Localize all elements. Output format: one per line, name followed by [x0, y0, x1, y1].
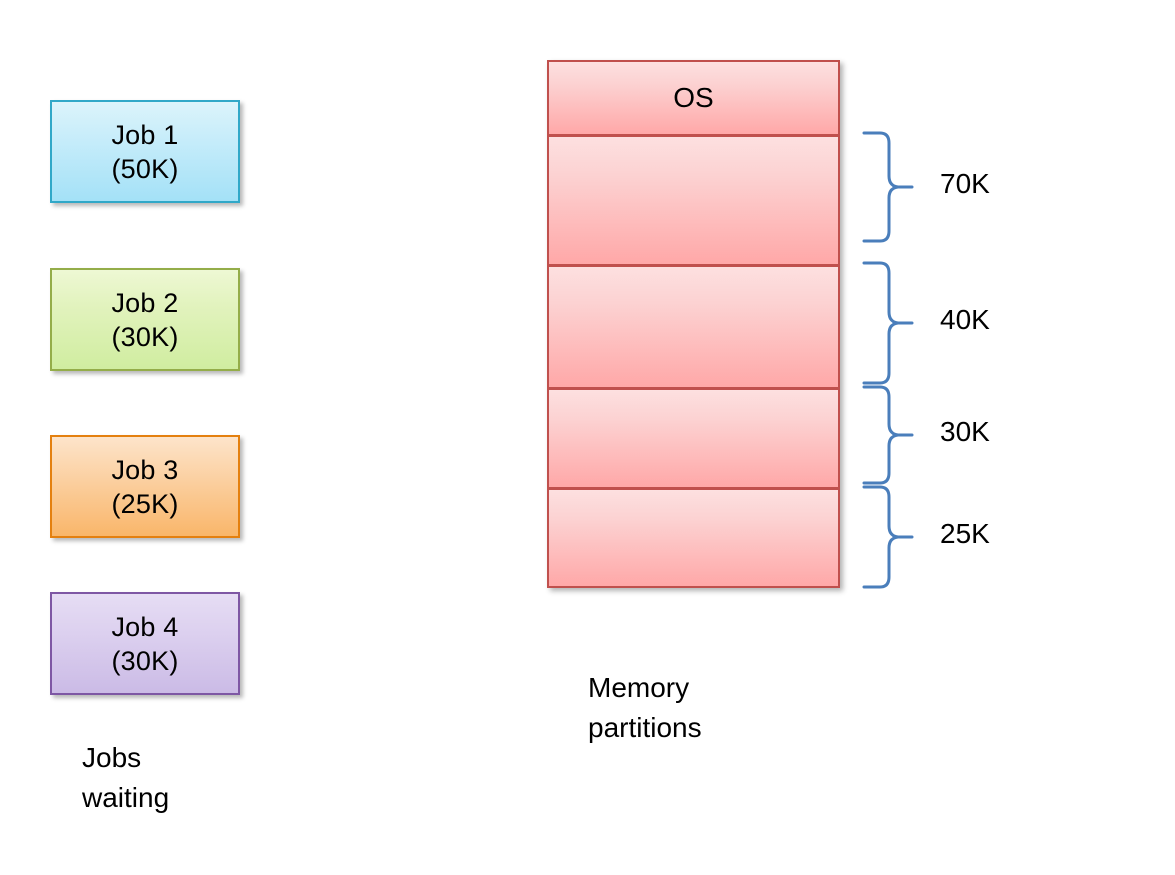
brace-group-70k: 70K	[858, 130, 990, 244]
job-box-1[interactable]: Job 1 (50K)	[50, 100, 240, 203]
job-1-size: (50K)	[111, 153, 179, 184]
job-box-2[interactable]: Job 2 (30K)	[50, 268, 240, 371]
curly-brace-icon	[862, 385, 914, 485]
job-4-name: Job 4	[111, 611, 179, 642]
curly-brace-icon	[862, 261, 914, 385]
brace-label-70k: 70K	[940, 168, 990, 199]
partition-25k[interactable]	[547, 488, 840, 588]
partition-os-label: OS	[673, 82, 714, 113]
brace-group-40k: 40K	[858, 260, 990, 386]
job-box-4[interactable]: Job 4 (30K)	[50, 592, 240, 695]
brace-group-25k: 25K	[858, 484, 990, 590]
partition-30k[interactable]	[547, 388, 840, 489]
curly-brace-icon	[862, 485, 914, 589]
memory-partitions-block: OS	[547, 60, 840, 588]
brace-group-30k: 30K	[858, 384, 990, 486]
partition-40k[interactable]	[547, 265, 840, 389]
brace-label-30k: 30K	[940, 416, 990, 447]
job-box-3[interactable]: Job 3 (25K)	[50, 435, 240, 538]
job-2-name: Job 2	[111, 287, 179, 318]
partition-70k[interactable]	[547, 135, 840, 266]
memory-partitions-caption: Memory partitions	[588, 672, 702, 743]
job-1-name: Job 1	[111, 119, 179, 150]
jobs-waiting-caption: Jobs waiting	[82, 742, 170, 813]
job-2-size: (30K)	[111, 321, 179, 352]
brace-label-40k: 40K	[940, 304, 990, 335]
job-3-name: Job 3	[111, 454, 179, 485]
brace-label-25k: 25K	[940, 518, 990, 549]
curly-brace-icon	[862, 131, 914, 243]
job-4-size: (30K)	[111, 645, 179, 676]
job-3-size: (25K)	[111, 488, 179, 519]
partition-os[interactable]: OS	[547, 60, 840, 136]
